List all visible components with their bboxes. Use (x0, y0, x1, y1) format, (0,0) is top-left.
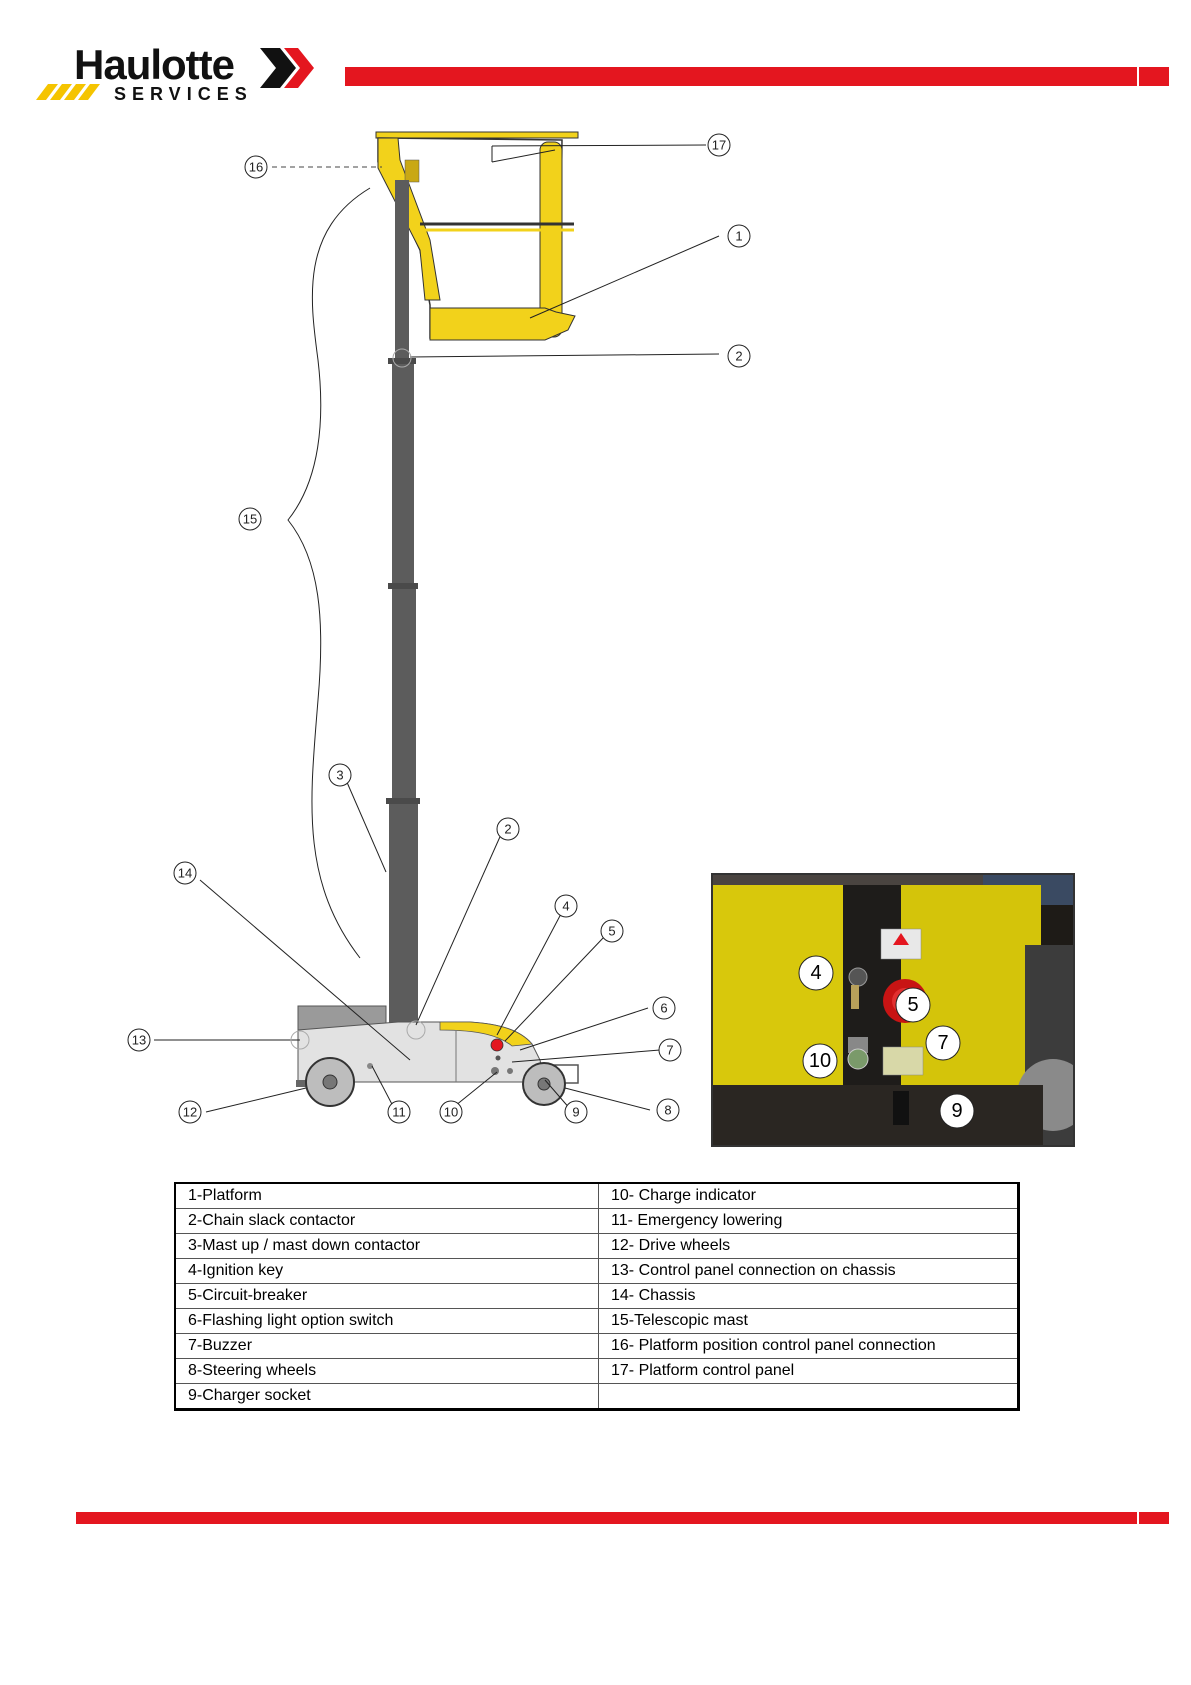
svg-text:8: 8 (664, 1103, 671, 1118)
legend-cell: 7-Buzzer (174, 1333, 599, 1359)
legend-cell: 17- Platform control panel (598, 1358, 1019, 1384)
callout-2-lower: 2 (496, 817, 520, 841)
svg-text:2: 2 (735, 349, 742, 364)
callout-2-upper: 2 (727, 344, 751, 368)
photo-callout-7: 7 (925, 1025, 961, 1061)
callout-5: 5 (600, 919, 624, 943)
footer-red-bar (76, 1512, 1169, 1524)
callout-1: 1 (727, 224, 751, 248)
svg-text:1: 1 (735, 229, 742, 244)
svg-text:9: 9 (951, 1100, 962, 1122)
callout-8: 8 (656, 1098, 680, 1122)
header-red-bar (345, 67, 1169, 86)
callout-14: 14 (173, 861, 197, 885)
haulotte-logo: Haulotte SERVICES (28, 40, 328, 108)
svg-text:5: 5 (608, 924, 615, 939)
marker-2-upper (392, 348, 412, 368)
svg-text:12: 12 (183, 1105, 197, 1120)
callout-16: 16 (244, 155, 268, 179)
svg-text:7: 7 (937, 1032, 948, 1054)
legend-cell: 14- Chassis (598, 1283, 1019, 1309)
table-row: 9-Charger socket (174, 1383, 1019, 1410)
marker-13 (290, 1030, 310, 1050)
svg-text:15: 15 (243, 512, 257, 527)
svg-text:13: 13 (132, 1033, 146, 1048)
legend-cell: 13- Control panel connection on chassis (598, 1258, 1019, 1284)
machine-drawing: 1 2 2 3 4 5 6 7 8 9 10 11 12 13 14 15 16… (127, 131, 751, 1124)
logo-brand-text: Haulotte (74, 41, 235, 88)
callout-15: 15 (238, 507, 262, 531)
callout-6: 6 (652, 996, 676, 1020)
svg-text:10: 10 (809, 1050, 831, 1072)
machine-diagram: 1 2 2 3 4 5 6 7 8 9 10 11 12 13 14 15 16… (0, 100, 800, 1160)
legend-cell: 9-Charger socket (174, 1383, 599, 1410)
callout-13: 13 (127, 1028, 151, 1052)
leader-lines (154, 144, 720, 1113)
photo-callout-9: 9 (939, 1093, 975, 1129)
svg-text:4: 4 (810, 962, 821, 984)
control-panel-photo-drawing: 4 5 7 9 10 (713, 875, 1073, 1145)
legend-cell: 10- Charge indicator (598, 1182, 1019, 1209)
svg-text:10: 10 (444, 1105, 458, 1120)
logo-sub-text: SERVICES (114, 84, 253, 104)
callout-17: 17 (707, 133, 731, 157)
legend-cell: 5-Circuit-breaker (174, 1283, 599, 1309)
photo-callout-10: 10 (802, 1043, 838, 1079)
svg-text:5: 5 (907, 994, 918, 1016)
legend-cell: 4-Ignition key (174, 1258, 599, 1284)
legend-cell: 15-Telescopic mast (598, 1308, 1019, 1334)
callout-12: 12 (178, 1100, 202, 1124)
photo-callout-4: 4 (798, 955, 834, 991)
legend-cell: 12- Drive wheels (598, 1233, 1019, 1259)
svg-text:3: 3 (336, 768, 343, 783)
legend-cell (598, 1383, 1019, 1410)
callout-9: 9 (564, 1100, 588, 1124)
svg-text:17: 17 (712, 138, 726, 153)
legend-cell: 3-Mast up / mast down contactor (174, 1233, 599, 1259)
mast-brace (287, 187, 371, 959)
photo-callout-5: 5 (895, 987, 931, 1023)
control-panel-photo: 4 5 7 9 10 (711, 873, 1075, 1147)
legend-cell: 16- Platform position control panel conn… (598, 1333, 1019, 1359)
footer-bar-tip (1137, 1512, 1169, 1524)
chassis-body (296, 1005, 579, 1107)
callout-3: 3 (328, 763, 352, 787)
marker-2-lower (406, 1020, 426, 1040)
svg-text:14: 14 (178, 866, 192, 881)
svg-text:7: 7 (666, 1043, 673, 1058)
svg-text:2: 2 (504, 822, 511, 837)
logo-graphic (36, 48, 314, 100)
callout-4: 4 (554, 894, 578, 918)
legend-cell: 2-Chain slack contactor (174, 1208, 599, 1234)
svg-text:4: 4 (562, 899, 569, 914)
legend-cell: 1-Platform (174, 1182, 599, 1209)
callout-11: 11 (387, 1100, 411, 1124)
callout-7: 7 (658, 1038, 682, 1062)
svg-text:11: 11 (392, 1105, 406, 1120)
legend-cell: 6-Flashing light option switch (174, 1308, 599, 1334)
svg-text:9: 9 (572, 1105, 579, 1120)
legend-cell: 11- Emergency lowering (598, 1208, 1019, 1234)
legend-cell: 8-Steering wheels (174, 1358, 599, 1384)
telescopic-mast (386, 180, 420, 1025)
callout-10: 10 (439, 1100, 463, 1124)
svg-text:16: 16 (249, 160, 263, 175)
svg-text:6: 6 (660, 1001, 667, 1016)
header-bar-tip (1137, 67, 1169, 86)
